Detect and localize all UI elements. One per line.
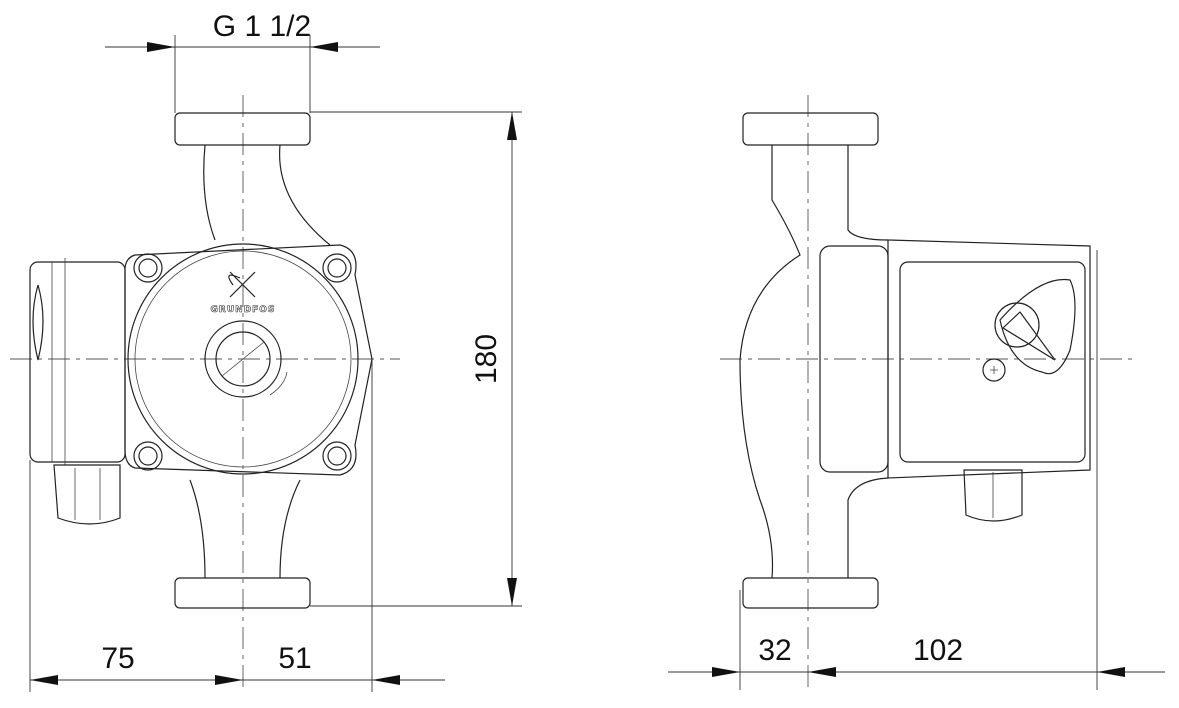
side-cable-gland bbox=[963, 469, 1023, 522]
dimension-side-depth: 102 bbox=[913, 634, 963, 667]
control-box bbox=[899, 261, 1086, 463]
side-bottom-flange bbox=[742, 577, 879, 609]
cable-gland bbox=[53, 464, 121, 525]
terminal-window bbox=[32, 284, 44, 361]
front-dimensions: G 1 1/2 180 75 51 bbox=[29, 10, 522, 692]
speed-selector-knob bbox=[994, 302, 1040, 348]
dimension-side-offset: 32 bbox=[758, 634, 791, 667]
terminal-box bbox=[29, 261, 126, 463]
dimension-connection: G 1 1/2 bbox=[213, 10, 311, 43]
dimension-left-width: 75 bbox=[101, 642, 134, 675]
front-view: GRUNDFOS bbox=[10, 95, 400, 690]
top-pipe-neck bbox=[203, 144, 331, 246]
dimension-height: 180 bbox=[470, 334, 503, 384]
stator-outer-ring bbox=[127, 243, 359, 475]
pump-body-back bbox=[847, 145, 889, 578]
mounting-holes bbox=[133, 253, 352, 471]
bottom-pipe-neck bbox=[189, 479, 301, 579]
screw-icon bbox=[982, 358, 1006, 382]
bottom-flange bbox=[174, 577, 311, 609]
pump-housing bbox=[124, 244, 373, 476]
side-dimensions: 32 102 bbox=[668, 250, 1165, 690]
top-flange bbox=[174, 112, 311, 146]
logo-text: GRUNDFOS bbox=[211, 305, 276, 315]
dimension-right-width: 51 bbox=[278, 642, 311, 675]
speed-selector-housing bbox=[999, 278, 1076, 375]
side-top-flange bbox=[742, 112, 879, 146]
rotation-arrow-icon bbox=[269, 371, 288, 396]
side-view bbox=[720, 95, 1135, 690]
pump-body-profile bbox=[739, 145, 801, 579]
vent-plug bbox=[215, 331, 271, 387]
selector-pointer-icon bbox=[1002, 311, 1056, 361]
grundfos-logo-icon bbox=[228, 271, 256, 298]
stator-inner-ring bbox=[134, 250, 352, 468]
motor-housing bbox=[887, 239, 1091, 479]
vent-plug-slot bbox=[221, 341, 265, 377]
screw-cross bbox=[990, 366, 998, 374]
vent-plug-ring bbox=[204, 320, 282, 398]
